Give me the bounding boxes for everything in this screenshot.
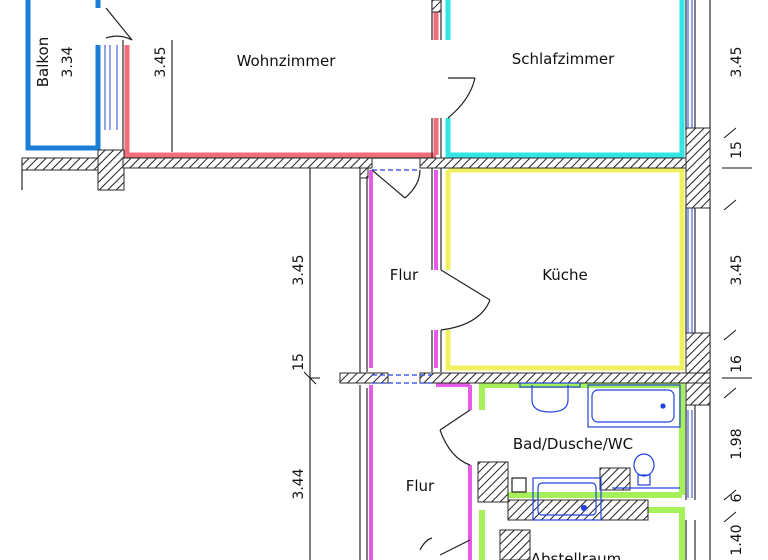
dim-flur-lower: 3.44	[291, 468, 307, 499]
dim-wall-15: 15	[291, 353, 307, 371]
dim-flur-upper: 3.45	[291, 254, 307, 285]
dim-right-6: 6	[729, 493, 745, 502]
dim-right-15: 15	[729, 141, 745, 159]
room-label-abstellraum: Abstellraum	[531, 550, 622, 560]
wohnzimmer-outline	[124, 0, 439, 158]
room-label-wohnzimmer: Wohnzimmer	[237, 52, 337, 70]
schlafzimmer-outline	[445, 0, 685, 158]
room-label-flur-upper: Flur	[390, 266, 419, 284]
windows	[104, 0, 693, 498]
hatched-walls	[21, 0, 711, 560]
kueche-outline	[445, 167, 685, 371]
dim-right-198: 1.98	[729, 428, 745, 459]
room-label-flur-lower: Flur	[406, 477, 435, 495]
door-swings	[105, 7, 491, 556]
dim-balkon-width: 3.34	[60, 46, 76, 77]
dim-right-345-mid: 3.45	[729, 254, 745, 285]
walls	[21, 0, 711, 560]
flur-outline	[369, 170, 472, 560]
room-label-kueche: Küche	[542, 266, 588, 284]
dimension-lines	[303, 127, 752, 523]
room-label-balkon: Balkon	[34, 37, 52, 88]
room-label-bad: Bad/Dusche/WC	[513, 435, 633, 453]
sanitary	[511, 382, 681, 521]
dim-right-16: 16	[729, 355, 745, 373]
room-label-schlafzimmer: Schlafzimmer	[512, 50, 615, 68]
balkon-outline	[25, 0, 101, 151]
dim-right-140: 1.40	[729, 524, 745, 555]
dim-right-345-top: 3.45	[729, 46, 745, 77]
dim-wohn-height: 3.45	[153, 46, 169, 77]
